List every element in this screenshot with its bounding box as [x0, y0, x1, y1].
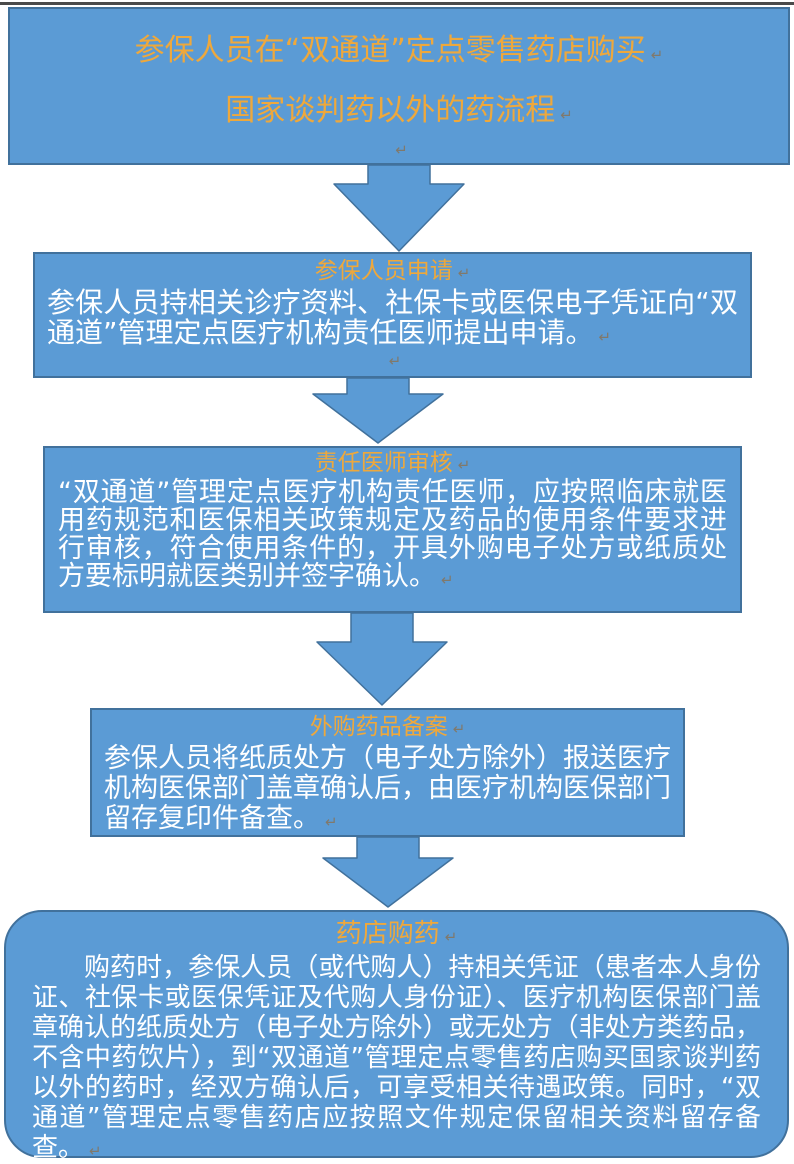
- step-box-doctor-review: 责任医师审核↵ “双通道”管理定点医疗机构责任医师，应按照临床就医用药规范和医保…: [43, 446, 742, 613]
- step-box-purchase-filing: 外购药品备案↵ 参保人员将纸质处方（电子处方除外）报送医疗机构医保部门盖章确认后…: [90, 708, 685, 837]
- flow-title-text-1: 参保人员在“双通道”定点零售药店购买: [134, 33, 646, 68]
- paragraph-return-mark: ↵: [598, 328, 612, 346]
- step-heading-text: 外购药品备案: [309, 714, 448, 740]
- empty-paragraph-line: ↵: [10, 141, 788, 159]
- step-body-text: 参保人员将纸质处方（电子处方除外）报送医疗机构医保部门盖章确认后，由医疗机构医保…: [104, 743, 671, 834]
- paragraph-return-mark: ↵: [89, 1142, 102, 1160]
- down-arrow-icon-1: [333, 165, 465, 252]
- flow-title-line-2: 国家谈判药以外的药流程↵: [10, 81, 788, 141]
- down-arrow-icon-2: [312, 378, 444, 444]
- flow-title-line-1: 参保人员在“双通道”定点零售药店购买↵: [10, 21, 788, 81]
- top-border-line: [0, 2, 794, 5]
- step-heading: 参保人员申请↵: [47, 256, 738, 288]
- step-body: 参保人员持相关诊疗资料、社保卡或医保电子凭证向“双通道”管理定点医疗机构责任医师…: [47, 288, 738, 352]
- flow-title-text-2: 国家谈判药以外的药流程: [225, 93, 556, 128]
- step-heading-text: 药店购药: [335, 919, 440, 949]
- paragraph-return-mark: ↵: [444, 928, 458, 946]
- step-box-insured-application: 参保人员申请↵ 参保人员持相关诊疗资料、社保卡或医保电子凭证向“双通道”管理定点…: [33, 252, 752, 378]
- step-body: 购药时，参保人员（或代购人）持相关凭证（患者本人身份证、社保卡或医保凭证及代购人…: [32, 953, 761, 1164]
- flow-title-box: 参保人员在“双通道”定点零售药店购买↵ 国家谈判药以外的药流程↵ ↵: [8, 7, 790, 165]
- step-body: 参保人员将纸质处方（电子处方除外）报送医疗机构医保部门盖章确认后，由医疗机构医保…: [104, 744, 671, 837]
- paragraph-return-mark: ↵: [452, 720, 466, 738]
- step-heading: 药店购药↵: [32, 918, 761, 953]
- paragraph-return-mark: ↵: [457, 456, 471, 474]
- paragraph-return-mark: ↵: [650, 46, 664, 64]
- step-heading-text: 责任医师审核: [314, 450, 453, 476]
- step-box-pharmacy-purchase: 药店购药↵ 购药时，参保人员（或代购人）持相关凭证（患者本人身份证、社保卡或医保…: [4, 910, 789, 1163]
- paragraph-return-mark: ↵: [560, 106, 573, 124]
- step-heading: 责任医师审核↵: [58, 449, 727, 479]
- step-body-text: “双通道”管理定点医疗机构责任医师，应按照临床就医用药规范和医保相关政策规定及药…: [58, 477, 727, 592]
- down-arrow-icon-4: [322, 837, 454, 908]
- empty-paragraph-line: ↵: [47, 352, 738, 370]
- paragraph-return-mark: ↵: [395, 141, 408, 159]
- down-arrow-icon-3: [316, 613, 448, 706]
- paragraph-return-mark: ↵: [388, 352, 402, 370]
- step-body-text: 参保人员持相关诊疗资料、社保卡或医保电子凭证向“双通道”管理定点医疗机构责任医师…: [47, 286, 738, 349]
- paragraph-return-mark: ↵: [457, 264, 471, 282]
- step-heading: 外购药品备案↵: [104, 712, 671, 744]
- step-body: “双通道”管理定点医疗机构责任医师，应按照临床就医用药规范和医保相关政策规定及药…: [58, 479, 727, 594]
- step-body-text: 购药时，参保人员（或代购人）持相关凭证（患者本人身份证、社保卡或医保凭证及代购人…: [32, 953, 761, 1163]
- paragraph-return-mark: ↵: [441, 571, 454, 589]
- paragraph-return-mark: ↵: [325, 813, 338, 831]
- step-heading-text: 参保人员申请: [314, 258, 453, 284]
